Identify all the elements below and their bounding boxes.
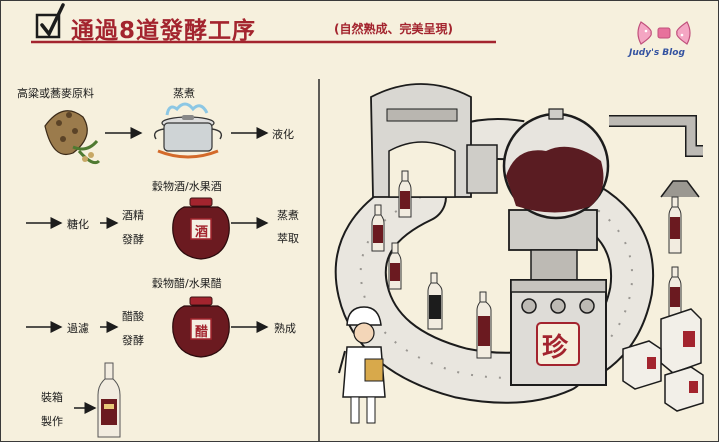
wine-jar-label: 酒 [195,225,209,240]
label-steam: 蒸煮 [173,87,195,100]
bottle-row [371,170,682,359]
labeling-machine [510,279,607,386]
page-subtitle: (自然熟成、完美呈現) [334,22,453,36]
grain-illustration [44,110,101,165]
bottle-icon [97,362,121,438]
label-mature: 熟成 [274,322,296,335]
machine-logo: 珍 [542,333,569,363]
distillation-machine [502,108,703,281]
label-acetic-ferment-1: 醋酸 [122,310,144,323]
label-alcohol-ferment-1: 酒精 [122,209,144,222]
blog-watermark: Judy's Blog [629,48,685,58]
page-title: 通過8道發酵工序 [71,18,257,44]
label-alcohol-ferment-2: 發酵 [122,233,144,246]
label-saccharify: 糖化 [67,218,89,231]
label-raw-material: 高粱或蕎麥原料 [17,87,94,100]
label-packing-1: 裝箱 [41,391,63,404]
wine-jar-icon [172,197,230,260]
packaging-boxes [622,308,704,412]
vinegar-jar-icon [172,296,230,358]
label-steam-extract-2: 萃取 [277,232,299,245]
label-filter: 過濾 [67,322,89,335]
checkbox-icon [35,3,65,39]
vinegar-jar-label: 醋 [195,325,209,340]
label-steam-extract-1: 蒸煮 [277,209,299,222]
bottling-machine [370,83,498,198]
label-packing-2: 製作 [41,415,63,428]
label-wine-type: 穀物酒/水果酒 [152,180,222,193]
worker-figure [338,306,386,424]
label-liquefy: 液化 [272,128,294,141]
pot-icon [153,102,223,159]
label-vinegar-type: 穀物醋/水果醋 [152,277,222,290]
label-acetic-ferment-2: 發酵 [122,334,144,347]
bow-icon [637,21,691,45]
